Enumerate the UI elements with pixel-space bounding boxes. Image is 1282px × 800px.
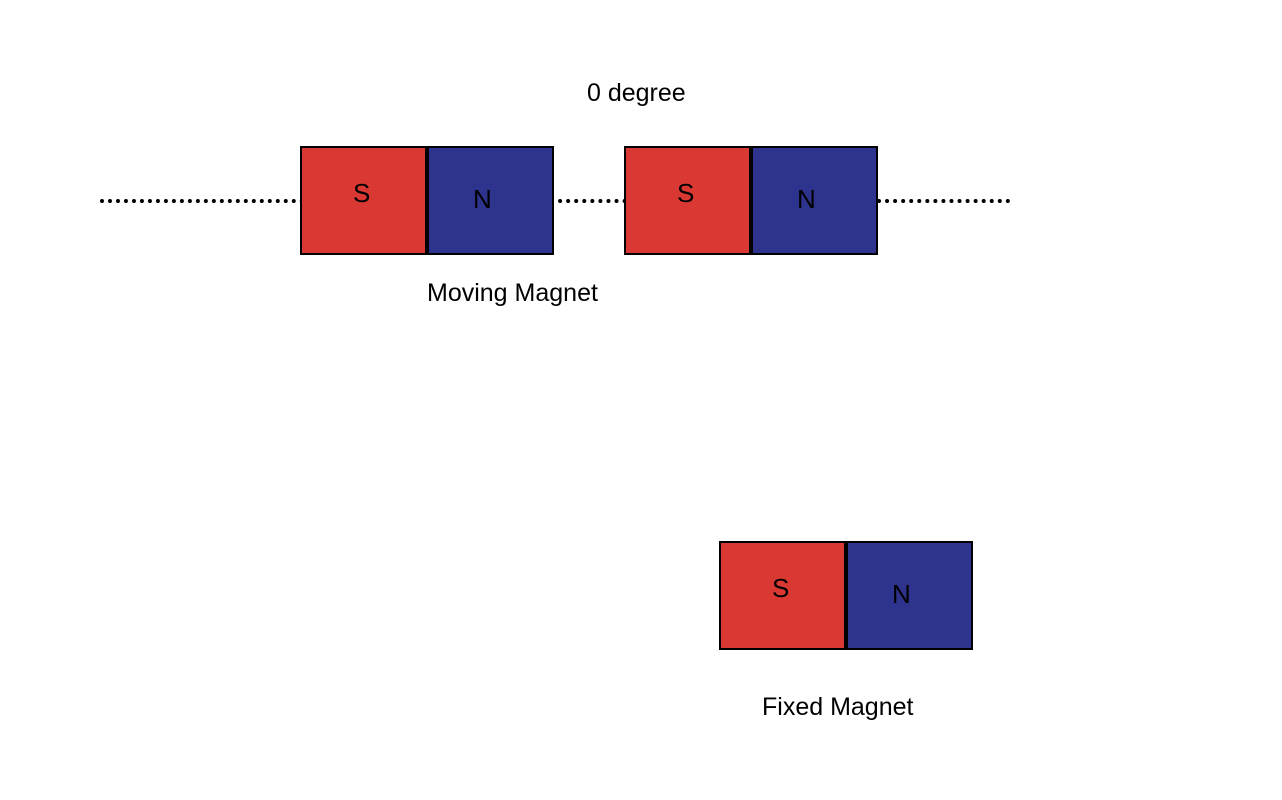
fixed-magnet: S N <box>719 541 973 650</box>
south-pole-label: S <box>772 573 790 603</box>
north-pole-label: N <box>892 579 911 609</box>
north-pole-label: N <box>797 184 816 214</box>
north-pole-label: N <box>473 184 492 214</box>
moving-magnet-north-pole: N <box>427 148 552 253</box>
upper-right-magnet: S N <box>624 146 878 255</box>
fixed-magnet-label: Fixed Magnet <box>762 693 914 721</box>
moving-magnet: S N <box>300 146 554 255</box>
dotted-axis-left <box>100 199 304 203</box>
south-pole-label: S <box>677 178 695 208</box>
south-pole-label: S <box>353 178 371 208</box>
upper-right-magnet-south-pole: S <box>626 148 751 253</box>
angle-label: 0 degree <box>587 79 686 107</box>
moving-magnet-south-pole: S <box>302 148 427 253</box>
upper-right-magnet-north-pole: N <box>751 148 876 253</box>
moving-magnet-label: Moving Magnet <box>427 279 598 307</box>
dotted-axis-right <box>877 199 1010 203</box>
fixed-magnet-north-pole: N <box>846 543 971 648</box>
fixed-magnet-south-pole: S <box>721 543 846 648</box>
